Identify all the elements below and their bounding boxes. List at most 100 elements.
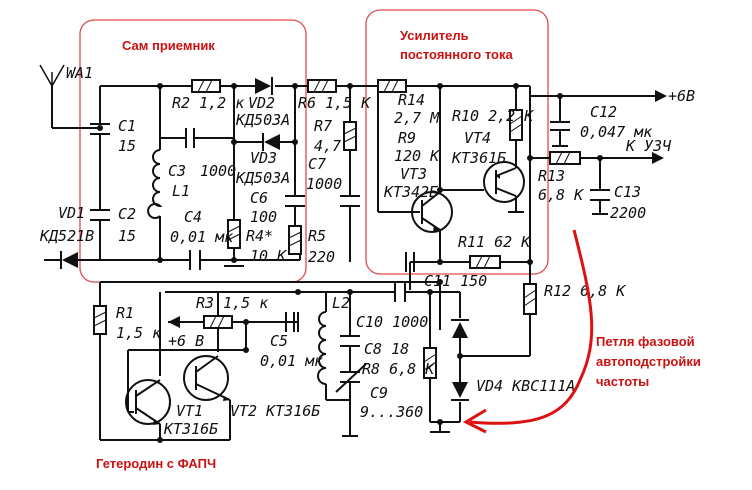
label-vt4-type: КТ361Б xyxy=(451,149,506,167)
capacitor-c11 xyxy=(405,252,415,272)
resistor-r2 xyxy=(191,79,221,93)
label-r8: R8 6,8 К xyxy=(362,360,435,378)
resistor-r7 xyxy=(343,121,357,151)
capacitor-c4 xyxy=(189,250,201,270)
label-c12-ref: C12 xyxy=(590,103,617,121)
label-r9-ref: R9 xyxy=(398,129,416,147)
label-plus6v: +6В xyxy=(668,87,695,105)
amplifier-block-outline xyxy=(365,9,549,275)
label-r11: R11 62 К xyxy=(458,233,531,251)
label-c5-val: 0,01 мк xyxy=(260,352,324,370)
pll-note-line1: Петля фазовой xyxy=(596,334,695,349)
label-vd4: VD4 КВС111А xyxy=(476,377,575,395)
label-wa1: WA1 xyxy=(66,64,93,82)
capacitor-c12 xyxy=(550,121,570,131)
label-r12: R12 6,8 К xyxy=(544,282,626,300)
label-c11: C11 150 xyxy=(424,272,487,290)
diode-vd2 xyxy=(255,77,273,95)
resistor-r10 xyxy=(509,109,523,141)
amplifier-block-label-2: постоянного тока xyxy=(400,47,513,62)
junction-dots xyxy=(97,83,603,443)
terminal-arrows xyxy=(168,90,667,437)
label-r5-val: 220 xyxy=(308,248,335,266)
capacitor-c2 xyxy=(90,209,110,221)
label-r7-ref: R7 xyxy=(314,117,332,135)
resistor-r6 xyxy=(307,79,337,93)
label-vt4-ref: VT4 xyxy=(464,129,491,147)
label-r4-ref: R4* xyxy=(246,227,273,245)
capacitor-c8 xyxy=(340,335,360,347)
label-c7-val: 1000 xyxy=(306,175,342,193)
capacitor-c3 xyxy=(185,128,195,148)
label-c6-ref: C6 xyxy=(250,189,268,207)
component-labels: WA1 C1 15 C2 15 VD1 КД521В R2 1,2 к VD2 … xyxy=(39,64,695,438)
capacitor-c10 xyxy=(394,282,406,302)
label-r14-ref: R14 xyxy=(398,91,425,109)
resistor-r14 xyxy=(377,79,407,93)
pll-note-line2: автоподстройки xyxy=(596,354,701,369)
label-vd1-type: КД521В xyxy=(39,227,94,245)
label-vd3-ref: VD3 xyxy=(250,149,277,167)
label-c3-val: 1000 xyxy=(200,162,236,180)
amplifier-block-label-1: Усилитель xyxy=(400,28,469,43)
label-r5-ref: R5 xyxy=(308,227,326,245)
label-vt1-ref: VT1 xyxy=(176,402,203,420)
resistor-symbols xyxy=(93,79,581,379)
pll-arrowhead-icon xyxy=(462,408,487,434)
capacitor-c13 xyxy=(590,189,610,201)
label-r4-val: 10 К xyxy=(250,247,287,265)
label-c9-ref: C9 xyxy=(370,384,388,402)
label-c1-val: 15 xyxy=(118,137,136,155)
label-vt3-type: КТ342Б xyxy=(383,183,438,201)
label-c2-ref: C2 xyxy=(118,205,136,223)
label-c9-val: 9...360 xyxy=(360,403,423,421)
label-c10: C10 1000 xyxy=(356,313,428,331)
transistor-vt1 xyxy=(125,379,171,425)
label-r10: R10 2,2 К xyxy=(452,107,534,125)
capacitor-c1 xyxy=(90,123,110,135)
resistor-r5 xyxy=(288,225,302,255)
receiver-block-label: Сам приемник xyxy=(122,38,215,53)
label-r7-val: 4,7 xyxy=(314,137,341,155)
annotations: Сам приемник Усилитель постоянного тока … xyxy=(96,28,701,471)
oscillator-block-label: Гетеродин с ФАПЧ xyxy=(96,456,216,471)
capacitor-symbols xyxy=(90,121,610,393)
diode-vd1 xyxy=(60,251,78,269)
label-plus6v-b: +6 В xyxy=(168,332,204,350)
inductor-l1 xyxy=(147,149,163,219)
label-c5-ref: C5 xyxy=(270,332,288,350)
pll-arrow-line xyxy=(469,229,594,425)
label-r1-ref: R1 xyxy=(116,304,134,322)
resistor-r13 xyxy=(549,151,581,165)
label-r13-ref: R13 xyxy=(538,167,565,185)
capacitor-c7 xyxy=(340,195,360,207)
resistor-r3 xyxy=(203,315,233,329)
inductor-l2 xyxy=(317,311,327,385)
capacitor-c5 xyxy=(285,312,295,332)
transistor-vt3 xyxy=(411,191,453,233)
label-vd2-ref: VD2 xyxy=(248,94,275,112)
label-c3-ref: C3 xyxy=(168,162,186,180)
label-vt2: VT2 КТ316Б xyxy=(230,402,320,420)
resistor-r12 xyxy=(523,283,537,315)
resistor-r8 xyxy=(423,347,437,379)
label-vd1-ref: VD1 xyxy=(58,204,85,222)
label-r1-val: 1,5 к xyxy=(116,324,162,342)
label-c4-val: 0,01 мк xyxy=(170,228,234,246)
label-c2-val: 15 xyxy=(118,227,136,245)
capacitor-c9 xyxy=(335,363,367,393)
label-c6-val: 100 xyxy=(250,208,277,226)
label-vt1-type: КТ316Б xyxy=(163,420,218,438)
capacitor-c6 xyxy=(285,195,305,207)
label-vd2-type: КД503А xyxy=(235,111,290,129)
resistor-r11 xyxy=(469,255,501,269)
label-c13-ref: C13 xyxy=(614,183,641,201)
transistor-vt2 xyxy=(183,355,231,401)
label-r13-val: 6,8 К xyxy=(538,186,584,204)
label-vt3-ref: VT3 xyxy=(400,165,427,183)
label-c4-ref: C4 xyxy=(184,208,202,226)
label-c12-val: 0,047 мк xyxy=(580,123,653,141)
label-r9-val: 120 К xyxy=(394,147,440,165)
label-r2: R2 1,2 к xyxy=(172,94,245,112)
